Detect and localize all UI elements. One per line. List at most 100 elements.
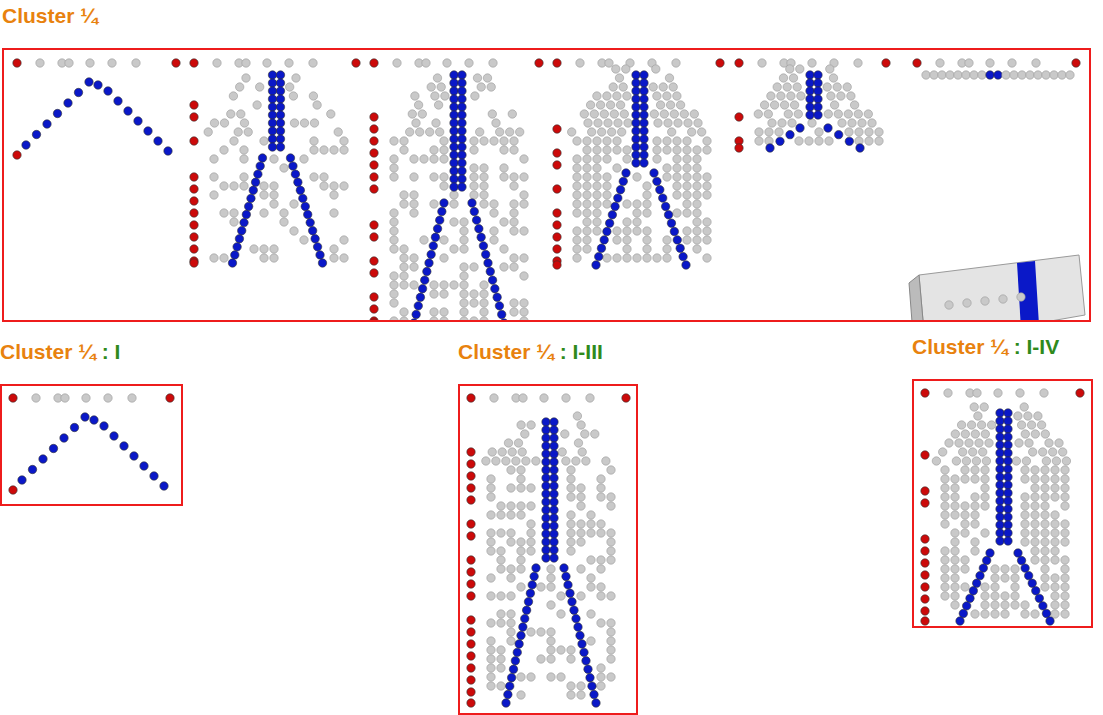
atom-dot <box>971 610 979 618</box>
atom-dot <box>460 299 468 307</box>
atom-dot <box>1061 556 1069 564</box>
atom-dot <box>410 254 418 262</box>
atom-dot <box>496 128 504 136</box>
atom-dot <box>921 535 929 543</box>
atom-dot <box>981 484 989 492</box>
atom-dot <box>1031 493 1039 501</box>
atom-dot <box>85 78 93 86</box>
atom-dot <box>921 559 929 567</box>
atom-dot <box>497 682 505 690</box>
atom-dot <box>526 589 534 597</box>
atom-dot <box>1029 448 1037 456</box>
atom-dot <box>1014 412 1022 420</box>
atom-dot <box>986 59 994 67</box>
atom-dot <box>921 451 929 459</box>
atom-dot <box>848 119 856 127</box>
atom-dot <box>430 290 438 298</box>
atom-dot <box>299 194 307 202</box>
atom-dot <box>777 92 785 100</box>
atom-dot <box>796 124 804 132</box>
atom-dot <box>1004 441 1012 449</box>
atom-dot <box>414 101 422 109</box>
atom-dot <box>632 87 640 95</box>
atom-dot <box>542 458 550 466</box>
atom-dot <box>537 583 545 591</box>
atom-dot <box>310 119 318 127</box>
cluster-illustration <box>460 386 636 713</box>
atom-dot <box>597 664 605 672</box>
atom-dot <box>567 547 575 555</box>
atom-dot <box>306 218 314 226</box>
atom-dot <box>458 183 466 191</box>
atom-dot <box>240 182 248 190</box>
atom-dot <box>814 79 822 87</box>
atom-dot <box>537 655 545 663</box>
atom-dot <box>268 79 276 87</box>
atom-dot <box>615 74 623 82</box>
atom-dot <box>370 305 378 313</box>
atom-dot <box>622 169 630 177</box>
atom-dot <box>583 245 591 253</box>
atom-dot <box>553 59 561 67</box>
atom-dot <box>567 493 575 501</box>
atom-dot <box>574 623 582 631</box>
atom-dot <box>320 182 328 190</box>
atom-dot <box>220 146 228 154</box>
atom-dot <box>619 83 627 91</box>
atom-dot <box>583 191 591 199</box>
atom-dot <box>806 79 814 87</box>
atom-dot <box>607 592 615 600</box>
atom-dot <box>561 430 569 438</box>
atom-dot <box>640 127 648 135</box>
atom-dot <box>614 119 622 127</box>
atom-dot <box>13 151 21 159</box>
atom-dot <box>607 529 615 537</box>
atom-dot <box>467 592 475 600</box>
atom-dot <box>694 119 702 127</box>
atom-dot <box>623 236 631 244</box>
atom-dot <box>597 520 605 528</box>
atom-dot <box>520 227 528 235</box>
atom-dot <box>270 182 278 190</box>
atom-dot <box>508 448 516 456</box>
atom-dot <box>665 74 673 82</box>
atom-dot <box>957 421 965 429</box>
atom-dot <box>825 137 833 145</box>
atom-dot <box>996 441 1004 449</box>
atom-dot <box>930 71 938 79</box>
atom-dot <box>845 128 853 136</box>
atom-dot <box>542 514 550 522</box>
atom-dot <box>500 164 508 172</box>
atom-dot <box>663 173 671 181</box>
atom-dot <box>961 529 969 537</box>
atom-dot <box>458 151 466 159</box>
atom-dot <box>959 448 967 456</box>
atom-dot <box>779 74 787 82</box>
atom-dot <box>994 389 1002 397</box>
atom-dot <box>400 200 408 208</box>
atom-dot <box>654 119 662 127</box>
atom-dot <box>440 199 448 207</box>
atom-dot <box>1051 610 1059 618</box>
atom-dot <box>643 200 651 208</box>
atom-dot <box>268 127 276 135</box>
atom-dot <box>210 254 218 262</box>
atom-dot <box>1024 571 1032 579</box>
atom-dot <box>510 227 518 235</box>
atom-dot <box>553 149 561 157</box>
atom-dot <box>760 101 768 109</box>
atom-dot <box>410 281 418 289</box>
atom-dot <box>240 155 248 163</box>
atom-dot <box>479 242 487 250</box>
atom-dot <box>593 164 601 172</box>
atom-dot <box>1004 417 1012 425</box>
atom-dot <box>476 128 484 136</box>
atom-dot <box>553 161 561 169</box>
atom-dot <box>1051 484 1059 492</box>
atom-dot <box>340 236 348 244</box>
atom-dot <box>865 137 873 145</box>
atom-dot <box>650 169 658 177</box>
atom-dot <box>674 119 682 127</box>
atom-dot <box>1061 475 1069 483</box>
atom-dot <box>1004 497 1012 505</box>
